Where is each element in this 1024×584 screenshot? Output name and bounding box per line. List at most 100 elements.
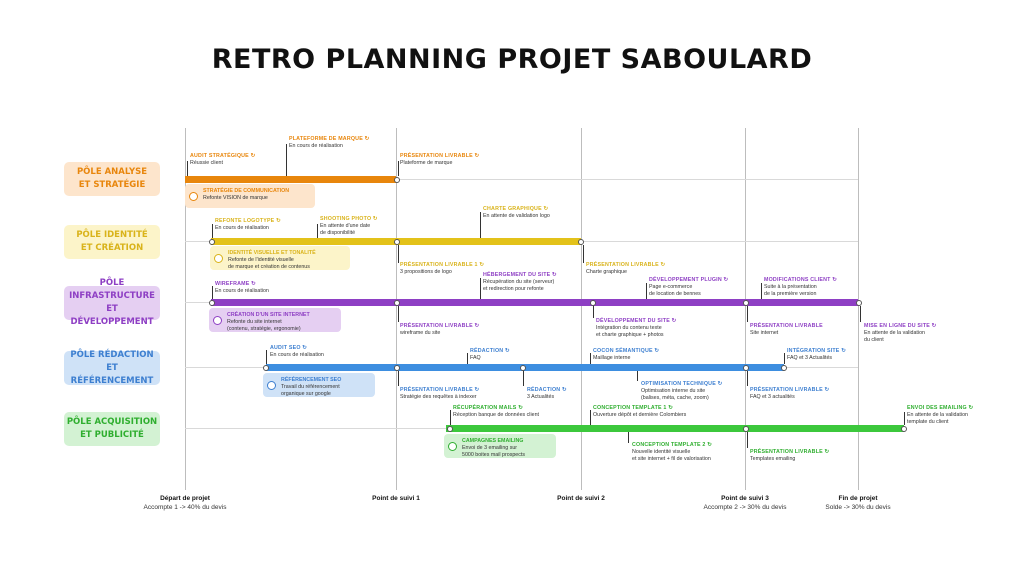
task-refonte-logotype: REFONTE LOGOTYPE ↻En cours de réalisatio… bbox=[215, 218, 281, 231]
stem bbox=[590, 410, 591, 425]
task-charte-graphique: CHARTE GRAPHIQUE ↻En attente de validati… bbox=[483, 206, 550, 219]
stem bbox=[317, 224, 318, 238]
clock-icon bbox=[214, 254, 223, 263]
task-presentation-templates: PRÉSENTATION LIVRABLE ↻Templates emailin… bbox=[750, 449, 830, 462]
stem bbox=[286, 144, 287, 176]
stem bbox=[398, 371, 399, 386]
stem bbox=[904, 412, 905, 425]
milestone-dot bbox=[743, 365, 749, 371]
task-mise-en-ligne: MISE EN LIGNE DU SITE ↻En attente de la … bbox=[864, 323, 937, 343]
task-presentation-faq: PRÉSENTATION LIVRABLE ↻FAQ et 3 actualit… bbox=[750, 387, 830, 400]
milestone-dot bbox=[520, 365, 526, 371]
stem bbox=[747, 306, 748, 322]
task-developpement-site: DÉVELOPPEMENT DU SITE ↻Intégration du co… bbox=[596, 318, 677, 338]
milestone-line-2 bbox=[581, 128, 582, 490]
milestone-dot bbox=[394, 365, 400, 371]
stem bbox=[593, 306, 594, 318]
stem bbox=[590, 353, 591, 364]
milestone-line-end bbox=[858, 128, 859, 490]
clock-icon bbox=[213, 316, 222, 325]
bar-analyse bbox=[185, 176, 396, 183]
task-optimisation-technique: OPTIMISATION TECHNIQUE ↻Optimisation int… bbox=[641, 381, 723, 401]
milestone-dot bbox=[263, 365, 269, 371]
milestone-dot bbox=[209, 239, 215, 245]
stem bbox=[637, 371, 638, 381]
stem bbox=[747, 371, 748, 386]
category-infra: PÔLE INFRASTRUCTURE ET DÉVELOPPEMENT bbox=[64, 278, 160, 327]
task-conception-template-2: CONCEPTION TEMPLATE 2 ↻Nouvelle identité… bbox=[632, 442, 712, 462]
milestone-line-1 bbox=[396, 128, 397, 490]
stem bbox=[628, 432, 629, 443]
category-acquisition: PÔLE ACQUISITION ET PUBLICITÉ bbox=[64, 412, 160, 446]
stem bbox=[398, 306, 399, 322]
milestone-dot bbox=[578, 239, 584, 245]
milestone-suivi-2: Point de suivi 2 bbox=[557, 495, 605, 502]
milestone-dot bbox=[743, 300, 749, 306]
task-integration-site: INTÉGRATION SITE ↻FAQ et 3 Actualités bbox=[787, 348, 846, 361]
stem bbox=[747, 432, 748, 448]
stem bbox=[784, 353, 785, 364]
milestone-line-start bbox=[185, 128, 186, 490]
category-redaction: PÔLE RÉDACTION ET RÉFÉRENCEMENT bbox=[64, 350, 160, 386]
milestone-dot bbox=[743, 426, 749, 432]
stem bbox=[523, 371, 524, 386]
task-envoi-emailing: ENVOI DES EMAILING ↻En attente de la val… bbox=[907, 405, 974, 425]
milestone-dot bbox=[394, 239, 400, 245]
task-presentation-livrable: PRÉSENTATION LIVRABLE ↻Plateforme de mar… bbox=[400, 153, 480, 166]
stem bbox=[480, 212, 481, 238]
task-shooting-photo: SHOOTING PHOTO ↻En attente d'une date de… bbox=[320, 216, 378, 236]
stem bbox=[450, 410, 451, 425]
task-recuperation-mails: RÉCUPÉRATION MAILS ↻Réception banque de … bbox=[453, 405, 539, 418]
milestone-line-3 bbox=[745, 128, 746, 490]
clock-icon bbox=[189, 192, 198, 201]
task-conception-template-1: CONCEPTION TEMPLATE 1 ↻Ouverture dépôt e… bbox=[593, 405, 687, 418]
category-identite: PÔLE IDENTITÉ ET CRÉATION bbox=[64, 225, 160, 259]
milestone-dot bbox=[901, 426, 907, 432]
clock-icon bbox=[267, 381, 276, 390]
bar-acquisition bbox=[446, 425, 904, 432]
task-presentation-logo: PRÉSENTATION LIVRABLE 1 ↻3 propositions … bbox=[400, 262, 484, 275]
milestone-dot bbox=[209, 300, 215, 306]
task-redaction-faq: RÉDACTION ↻FAQ bbox=[470, 348, 510, 361]
stem bbox=[467, 353, 468, 364]
task-audit-seo: AUDIT SEO ↻En cours de réalisation bbox=[270, 345, 324, 358]
task-developpement-plugin: DÉVELOPPEMENT PLUGIN ↻Page e-commerce de… bbox=[649, 277, 729, 297]
category-analyse: PÔLE ANALYSE ET STRATÉGIE bbox=[64, 162, 160, 196]
stem bbox=[398, 161, 399, 176]
stem bbox=[212, 224, 213, 238]
task-modifications-client: MODIFICATIONS CLIENT ↻Suite à la présent… bbox=[764, 277, 837, 297]
milestone-dot bbox=[856, 300, 862, 306]
task-hebergement: HÉBERGEMENT DU SITE ↻Récupération du sit… bbox=[483, 272, 557, 292]
milestone-dot bbox=[394, 177, 400, 183]
stem bbox=[583, 245, 584, 263]
page-title: RETRO PLANNING PROJET SABOULARD bbox=[211, 44, 813, 75]
milestone-suivi-1: Point de suivi 1 bbox=[372, 495, 420, 502]
task-plateforme-marque: PLATEFORME DE MARQUE ↻En cours de réalis… bbox=[289, 136, 370, 149]
row-line-analyse bbox=[185, 179, 858, 180]
refresh-icon bbox=[448, 442, 457, 451]
stem bbox=[480, 278, 481, 299]
task-audit-strategique: AUDIT STRATÉGIQUE ↻Réussie client bbox=[190, 153, 256, 166]
task-cocon-semantique: COCON SÉMANTIQUE ↻Maillage interne bbox=[593, 348, 660, 361]
stem bbox=[761, 283, 762, 299]
milestone-dot bbox=[394, 300, 400, 306]
task-presentation-wireframe: PRÉSENTATION LIVRABLE ↻wireframe du site bbox=[400, 323, 480, 336]
stem bbox=[860, 306, 861, 322]
stem bbox=[646, 283, 647, 299]
milestone-dot bbox=[447, 426, 453, 432]
bar-infra bbox=[211, 299, 858, 306]
milestone-dot bbox=[781, 365, 787, 371]
stem bbox=[398, 245, 399, 263]
stem bbox=[187, 161, 188, 176]
task-wireframe: WIREFRAME ↻En cours de réalisation bbox=[215, 281, 269, 294]
task-presentation-charte: PRÉSENTATION LIVRABLE ↻Charte graphique bbox=[586, 262, 666, 275]
task-presentation-requetes: PRÉSENTATION LIVRABLE ↻Stratégie des req… bbox=[400, 387, 480, 400]
